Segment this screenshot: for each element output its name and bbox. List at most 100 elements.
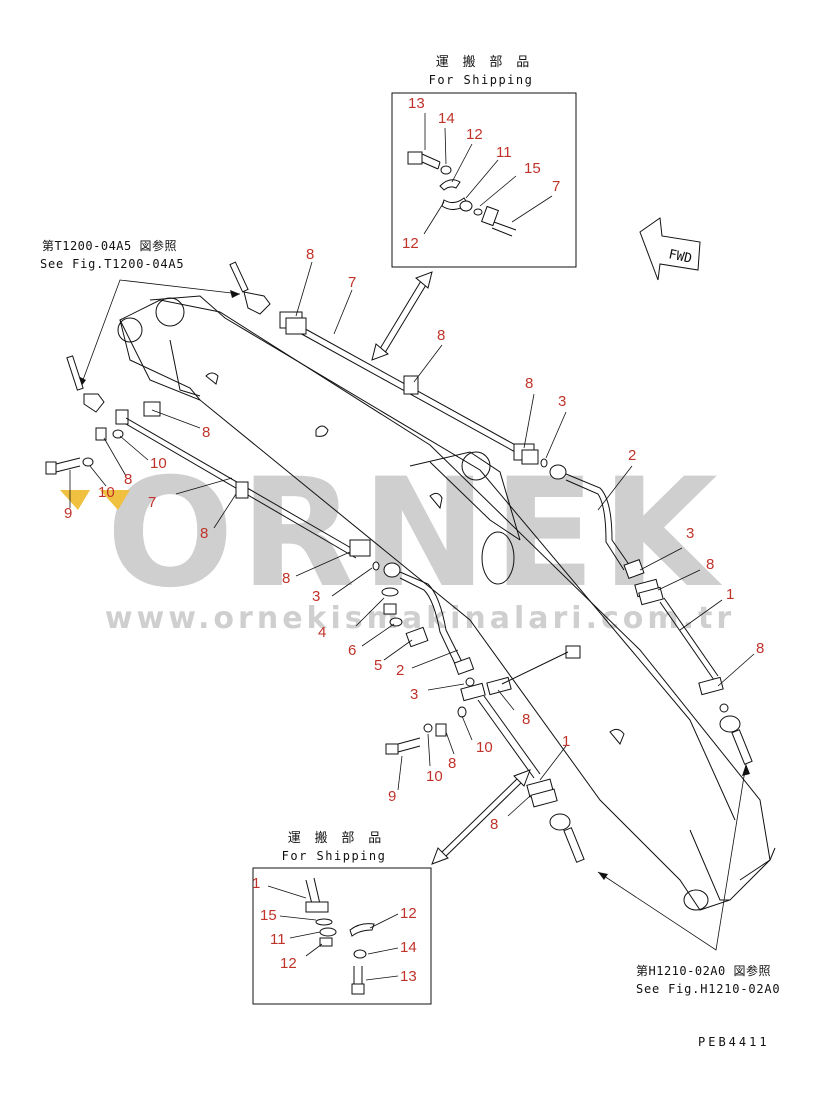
callout-3-right: 3 — [558, 393, 566, 410]
fwd-label: FWD — [667, 247, 693, 267]
callout-8-lower5: 8 — [490, 816, 498, 833]
callout-14: 14 — [438, 110, 455, 127]
o-ring-icon — [473, 208, 483, 216]
ref-bottom-right: 第H1210-02A0 図参照 See Fig.H1210-02A0 — [636, 963, 780, 996]
ref-bottom-right-leader — [597, 763, 750, 951]
callout-7: 7 — [552, 178, 560, 195]
callout-12: 12 — [466, 126, 483, 143]
callout-8-lower3: 8 — [522, 711, 530, 728]
top-box-title-jp: 運 搬 部 品 — [436, 55, 532, 70]
callout-10-left2: 10 — [98, 484, 115, 501]
callout-13: 13 — [408, 95, 425, 112]
callout-2-lower: 2 — [396, 662, 404, 679]
doc-code: PEB4411 — [698, 1035, 770, 1049]
callout-8-right2: 8 — [706, 556, 714, 573]
callout-4: 4 — [318, 624, 326, 641]
callout-1-right: 1 — [726, 586, 734, 603]
ref-top-left: 第T1200-04A5 図参照 See Fig.T1200-04A5 — [40, 238, 241, 389]
top-shipping-box: 運 搬 部 品 For Shipping 13 14 12 — [391, 55, 577, 268]
callout-15: 15 — [524, 160, 541, 177]
ref-bottom-right-jp: 第H1210-02A0 図参照 — [636, 963, 771, 978]
callout-5: 5 — [374, 657, 382, 674]
callout-7-lower: 7 — [148, 494, 156, 511]
o-ring-icon-bottom — [315, 918, 333, 926]
watermark-brand: ORNEK — [106, 447, 723, 621]
callout-8-top: 8 — [306, 246, 314, 263]
callout-15-box: 15 — [260, 907, 277, 924]
hose-upper-left — [229, 261, 271, 315]
pipe-1-right — [634, 578, 753, 765]
callout-8-right3: 8 — [756, 640, 764, 657]
hose-2-upper — [549, 464, 645, 579]
callout-10-lower: 10 — [476, 739, 493, 756]
callout-3-right2: 3 — [686, 525, 694, 542]
plug-icon-bottom — [305, 877, 329, 913]
callout-9-lower: 9 — [388, 788, 396, 805]
callout-12-box-b: 12 — [400, 905, 417, 922]
bottom-box-title-en: For Shipping — [282, 849, 387, 863]
o-ring-3a — [540, 458, 548, 468]
callout-1-box: 1 — [252, 875, 260, 892]
callout-12b: 12 — [402, 235, 419, 252]
watermark: ORNEK www.ornekismakinalari.com.tr — [60, 447, 731, 636]
callout-8-left: 8 — [202, 424, 210, 441]
callout-14-box: 14 — [400, 939, 417, 956]
boom-arm — [117, 295, 776, 911]
watermark-accent-right — [100, 490, 130, 510]
watermark-accent-left — [60, 490, 90, 510]
bottom-box-callouts: 1 15 11 12 12 14 13 — [252, 875, 417, 985]
clamp-8a — [279, 311, 307, 335]
bolt-group-lower — [385, 706, 467, 755]
shipping-arrow-bottom — [431, 769, 531, 865]
plug-icon — [480, 205, 517, 237]
fwd-arrow-icon: FWD — [639, 217, 701, 281]
bottom-box-title-jp: 運 搬 部 品 — [288, 831, 384, 846]
spacer-icon — [459, 200, 473, 212]
bolt-icon-bottom — [351, 966, 365, 995]
callout-9-left: 9 — [64, 505, 72, 522]
callout-10-lower2: 10 — [426, 768, 443, 785]
top-box-frame — [391, 92, 577, 268]
bolt-icon — [407, 151, 441, 170]
hose-lower-left — [66, 355, 105, 413]
callout-11: 11 — [496, 144, 512, 161]
shipping-arrow-top — [371, 271, 433, 361]
bottom-box-frame — [252, 867, 432, 1005]
clamp-icon-bottom — [319, 937, 333, 947]
top-box-callouts: 13 14 12 11 15 7 12 — [402, 95, 560, 252]
clamp-8c — [513, 443, 539, 465]
callout-6: 6 — [348, 642, 356, 659]
pipe-lower — [45, 401, 371, 559]
callout-3-lower: 3 — [312, 588, 320, 605]
ref-bottom-right-en: See Fig.H1210-02A0 — [636, 982, 780, 996]
callout-13-box: 13 — [400, 968, 417, 985]
callout-8-left2: 8 — [124, 471, 132, 488]
callout-8-lower4: 8 — [448, 755, 456, 772]
washer-icon — [440, 165, 452, 175]
ref-top-left-en: See Fig.T1200-04A5 — [40, 257, 184, 271]
callout-2-right: 2 — [628, 447, 636, 464]
callout-1-lower: 1 — [562, 733, 570, 750]
callout-8-lower2: 8 — [282, 570, 290, 587]
callout-3-lower2: 3 — [410, 686, 418, 703]
clamp-8b — [403, 375, 419, 395]
washer-icon-bottom — [353, 949, 367, 959]
callout-8-mid: 8 — [437, 327, 445, 344]
top-box-title-en: For Shipping — [429, 73, 534, 87]
main-leaders — [69, 261, 755, 817]
callout-10-left: 10 — [150, 455, 167, 472]
callout-11-box: 11 — [270, 931, 286, 948]
clamp-half-icon — [439, 179, 461, 191]
bottom-shipping-box: 運 搬 部 品 For Shipping 1 15 11 12 12 — [252, 831, 432, 1005]
main-callouts: 8 7 8 8 3 2 8 10 8 9 10 7 8 3 8 1 8 8 3 … — [64, 246, 764, 833]
clamp-half-bottom — [349, 923, 375, 937]
ref-top-left-jp: 第T1200-04A5 図参照 — [42, 238, 177, 253]
callout-8-right: 8 — [525, 375, 533, 392]
callout-12-box: 12 — [280, 955, 297, 972]
spacer-icon-bottom — [319, 927, 337, 937]
callout-7-upper: 7 — [348, 274, 356, 291]
pipe-1-lower — [460, 645, 585, 863]
hose-2-lower — [372, 561, 475, 676]
